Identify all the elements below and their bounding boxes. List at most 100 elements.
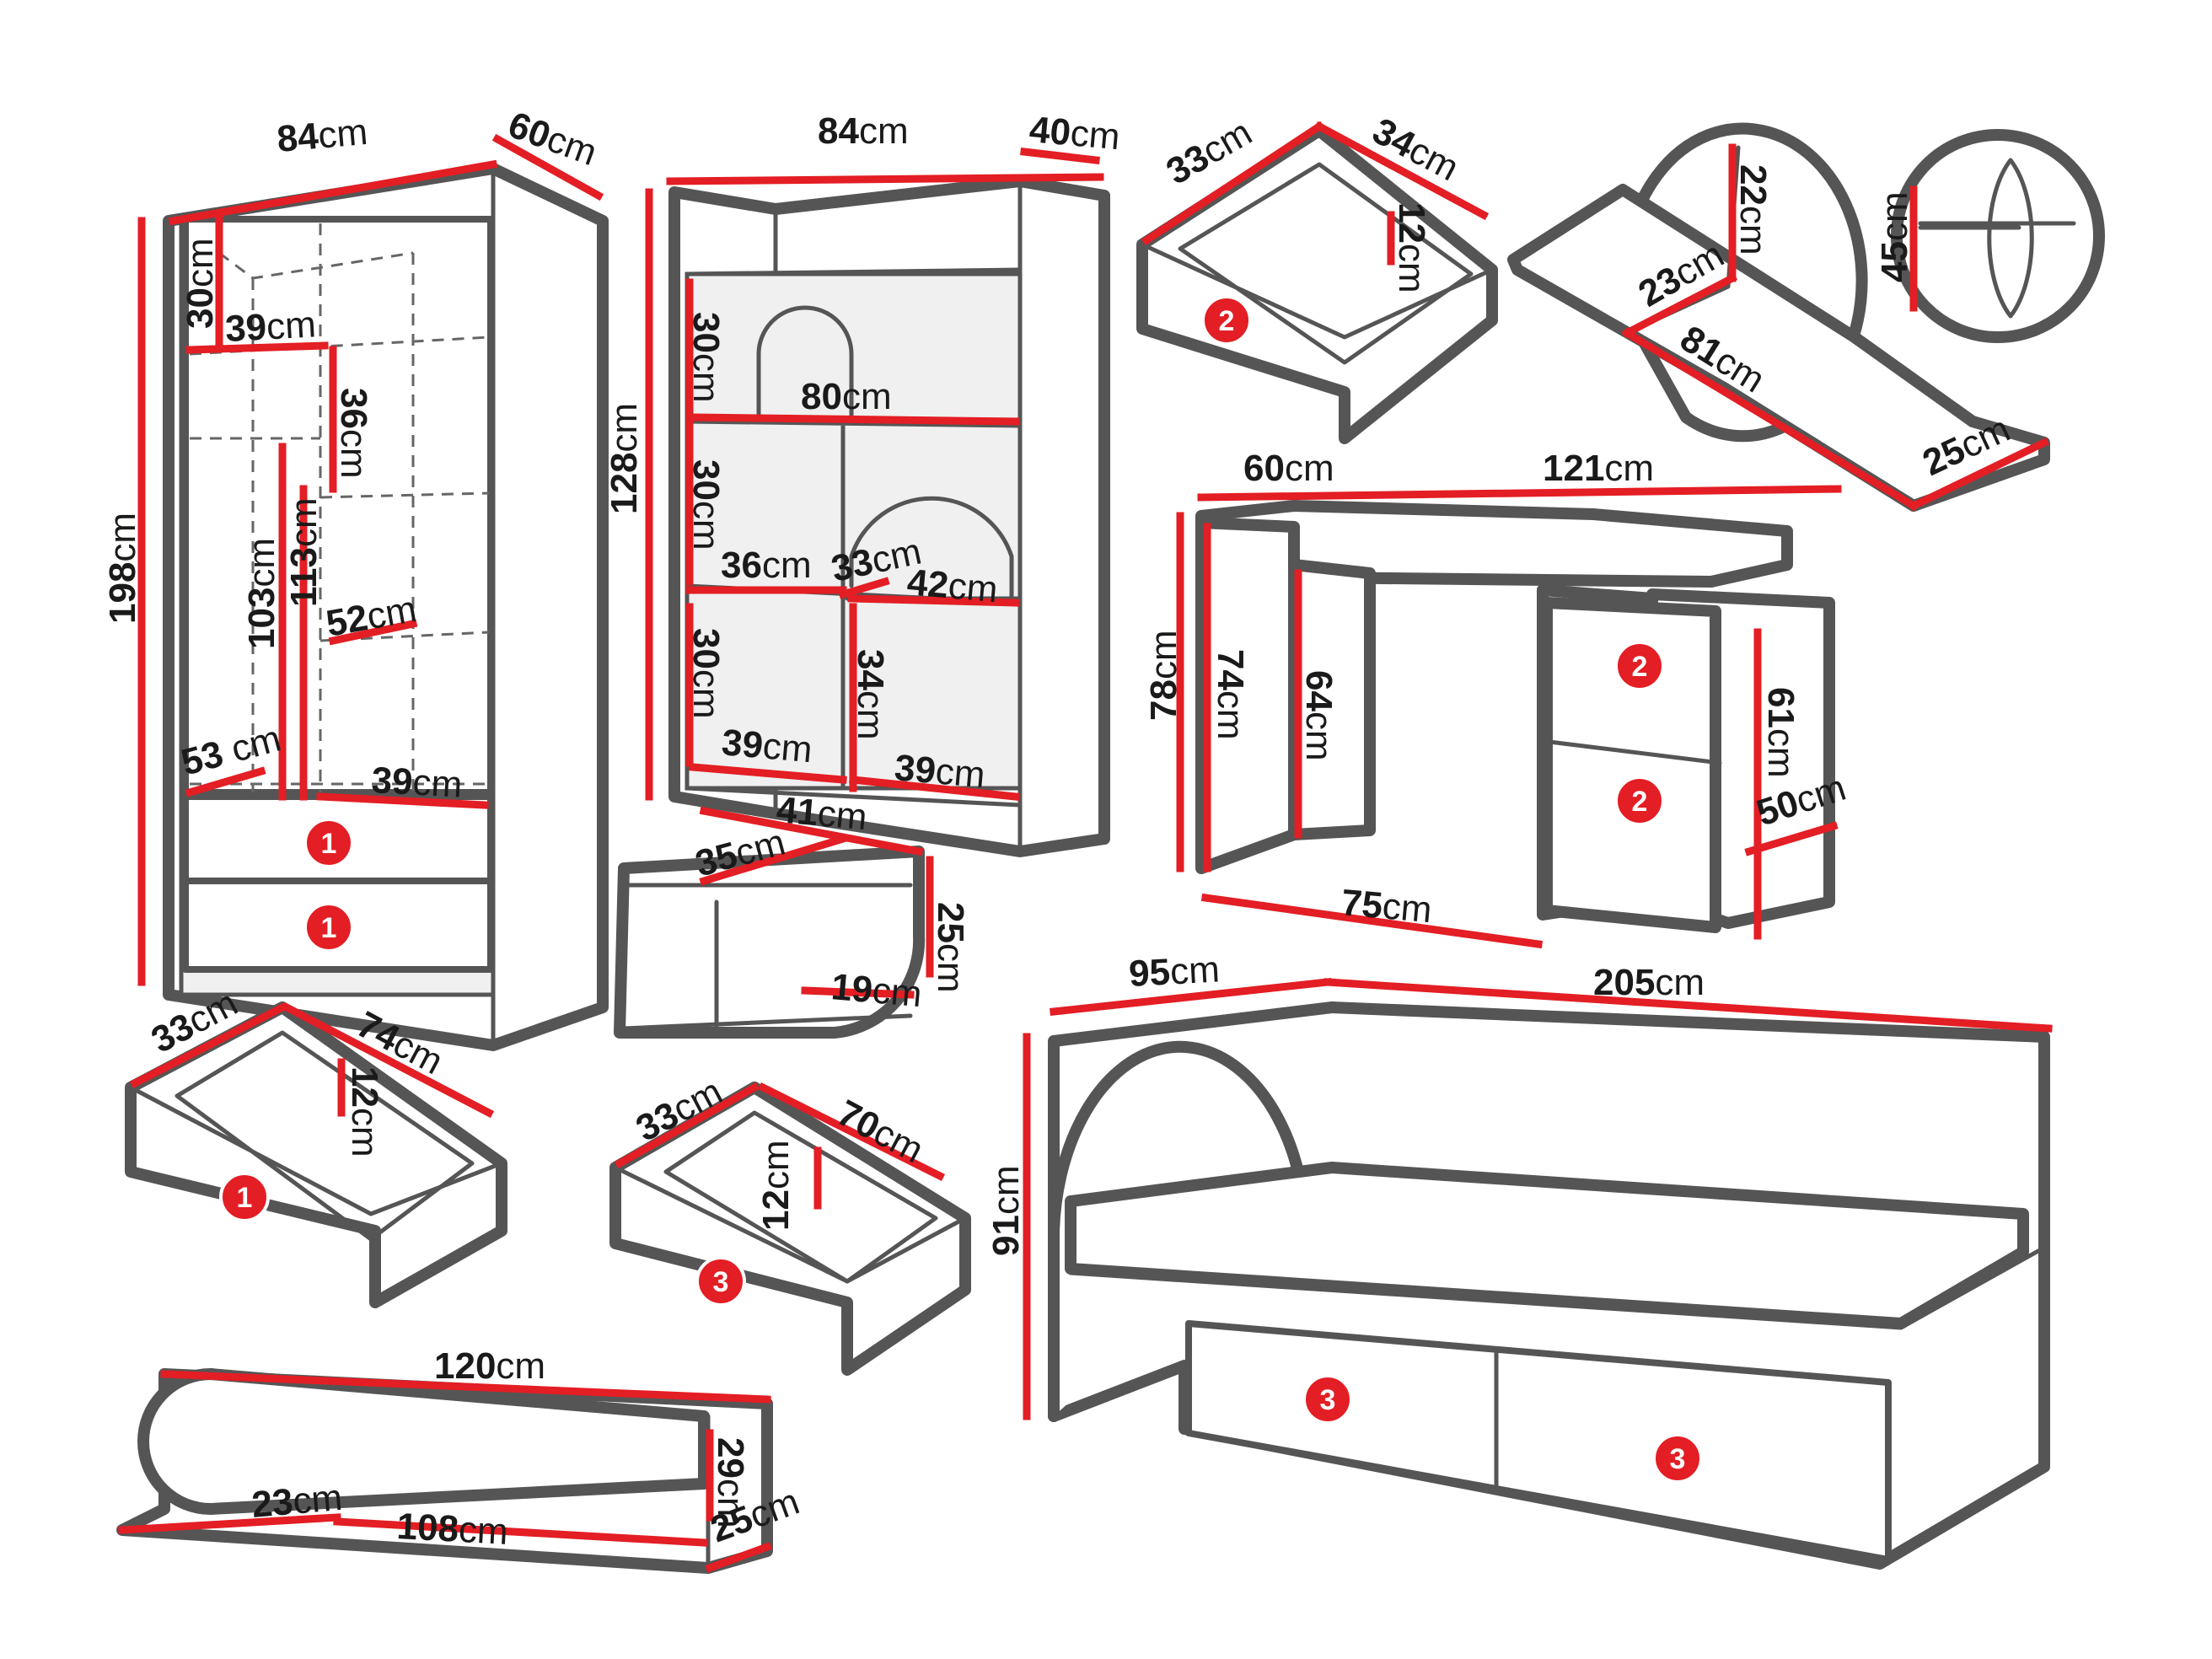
- svg-text:3: 3: [1670, 1443, 1686, 1475]
- wardrobe-inner-width-label: 52: [323, 597, 371, 645]
- drawer-desk-h-label: 12: [1391, 202, 1432, 244]
- nightstand-w-label: 41: [775, 789, 819, 834]
- svg-text:61cm: 61cm: [1760, 687, 1801, 778]
- bed-length-label: 205: [1593, 962, 1655, 1003]
- wall-shelf: [116, 1368, 773, 1574]
- wall-shelf-depth-a-label: 23: [250, 1481, 295, 1526]
- svg-text:75cm: 75cm: [1340, 882, 1433, 931]
- svg-text:205cm: 205cm: [1593, 962, 1705, 1003]
- bookcase-gap-a-label: 30: [685, 312, 727, 353]
- drawer-desk: [1136, 121, 1498, 444]
- svg-text:78cm: 78cm: [1143, 630, 1184, 721]
- desk-top-left-label: 60: [1243, 448, 1285, 489]
- svg-text:29cm: 29cm: [710, 1437, 751, 1528]
- bookcase-width-label: 84: [818, 110, 859, 152]
- bookcase-bottom-r-label: 39: [893, 747, 937, 792]
- wardrobe-shelf-width-label: 39: [224, 306, 267, 349]
- bookcase-w-right-label: 42: [905, 561, 950, 606]
- bookcase-bottom-l-label: 39: [720, 722, 765, 766]
- svg-text:12cm: 12cm: [755, 1140, 797, 1231]
- badge-wardrobe-drawer-top: 1: [303, 818, 354, 868]
- svg-text:23cm: 23cm: [250, 1477, 344, 1526]
- desk-knee-w-label: 75: [1340, 882, 1384, 926]
- desk-top-right-label: 121: [1543, 448, 1604, 489]
- svg-text:120cm: 120cm: [434, 1345, 545, 1387]
- svg-text:198cm: 198cm: [102, 513, 143, 624]
- nightstand-h-label: 25: [930, 902, 971, 943]
- svg-text:45cm: 45cm: [1874, 191, 1915, 282]
- svg-text:74cm: 74cm: [1210, 649, 1251, 740]
- bed-head-width-label: 95: [1128, 951, 1171, 994]
- svg-text:121cm: 121cm: [1543, 448, 1654, 489]
- bookcase-gap-c-label: 30: [685, 628, 727, 669]
- drawer-wardrobe: [125, 1001, 507, 1308]
- badge-desk-cabinet-top: 2: [1614, 641, 1665, 691]
- wardrobe-bottom-w2-label: 39: [370, 760, 413, 803]
- svg-text:1: 1: [237, 1182, 253, 1214]
- svg-text:3: 3: [1320, 1384, 1336, 1416]
- svg-text:12cm: 12cm: [1391, 202, 1432, 293]
- svg-text:3: 3: [713, 1266, 729, 1298]
- svg-text:39cm: 39cm: [370, 760, 463, 806]
- svg-text:128cm: 128cm: [604, 403, 645, 514]
- badge-bed-drawer-detail: 3: [695, 1256, 746, 1307]
- desk: [1176, 485, 1842, 949]
- detail-circle: [1891, 129, 2105, 343]
- desk-height-label: 78: [1143, 679, 1184, 721]
- svg-text:22cm: 22cm: [1732, 164, 1774, 255]
- svg-text:2: 2: [1219, 305, 1235, 337]
- bed-height-label: 91: [985, 1215, 1027, 1256]
- svg-text:39cm: 39cm: [224, 303, 317, 350]
- bookcase-w-left-label: 36: [721, 545, 762, 586]
- svg-text:2: 2: [1632, 651, 1648, 683]
- svg-text:19cm: 19cm: [830, 966, 923, 1015]
- svg-text:108cm: 108cm: [395, 1506, 508, 1553]
- desk-cab-h-label: 61: [1760, 687, 1801, 728]
- svg-text:41cm: 41cm: [775, 789, 868, 838]
- detail-circle-h-label: 45: [1874, 241, 1915, 282]
- badge-desk-cabinet-bottom: 2: [1614, 776, 1665, 826]
- drawer-badges: 1 1 2 2 2 1 3 3 3: [219, 295, 1703, 1484]
- bookcase-shelf-width-label: 80: [801, 376, 842, 417]
- svg-text:39cm: 39cm: [893, 747, 986, 796]
- badge-desk-drawer: 2: [1201, 295, 1252, 346]
- wardrobe-shelf-gap-label: 30: [180, 287, 221, 329]
- wardrobe-width-label: 84: [276, 115, 321, 160]
- svg-text:60cm: 60cm: [503, 104, 603, 174]
- svg-text:84cm: 84cm: [818, 110, 909, 152]
- badge-wardrobe-drawer-detail: 1: [219, 1172, 270, 1222]
- svg-text:84cm: 84cm: [276, 111, 369, 160]
- bookcase-height-label: 128: [604, 453, 645, 514]
- dimension-labels: 84cm 60cm 198cm 30cm 39cm 36cm 103cm 113…: [102, 104, 2016, 1553]
- svg-text:1: 1: [321, 828, 337, 860]
- svg-text:91cm: 91cm: [985, 1165, 1027, 1256]
- svg-text:30cm: 30cm: [685, 459, 727, 550]
- svg-text:40cm: 40cm: [1028, 109, 1121, 158]
- bookcase-depth-label: 40: [1028, 109, 1072, 153]
- corner-shelf-h-label: 22: [1732, 164, 1774, 206]
- svg-text:34cm: 34cm: [850, 649, 891, 740]
- svg-text:42cm: 42cm: [905, 561, 999, 610]
- bookcase: [645, 148, 1110, 857]
- wall-shelf-length-label: 120: [434, 1345, 496, 1387]
- wardrobe-gap2-label: 36: [333, 388, 374, 429]
- desk-leg-h-label: 74: [1210, 649, 1251, 690]
- wall-shelf-height-label: 29: [710, 1437, 751, 1479]
- drawer-bed: [609, 1082, 971, 1376]
- svg-text:52cm: 52cm: [323, 588, 419, 645]
- svg-text:36cm: 36cm: [333, 388, 374, 479]
- wardrobe-rod-h2-label: 113: [283, 547, 325, 607]
- svg-text:36cm: 36cm: [721, 545, 812, 586]
- svg-text:80cm: 80cm: [801, 376, 892, 417]
- nightstand: [614, 806, 934, 1039]
- svg-text:103cm: 103cm: [241, 538, 282, 649]
- corner-shelf: [1507, 122, 2050, 512]
- drawer-wardrobe-h-label: 12: [344, 1066, 385, 1108]
- badge-wardrobe-drawer-bottom: 1: [303, 902, 354, 953]
- badge-bed-drawer-left: 3: [1302, 1374, 1353, 1425]
- bookcase-gap-b-label: 30: [685, 459, 727, 501]
- wall-shelf-inner-len-label: 108: [395, 1506, 459, 1550]
- desk-leg-h2-label: 64: [1298, 670, 1340, 711]
- svg-text:39cm: 39cm: [720, 722, 813, 770]
